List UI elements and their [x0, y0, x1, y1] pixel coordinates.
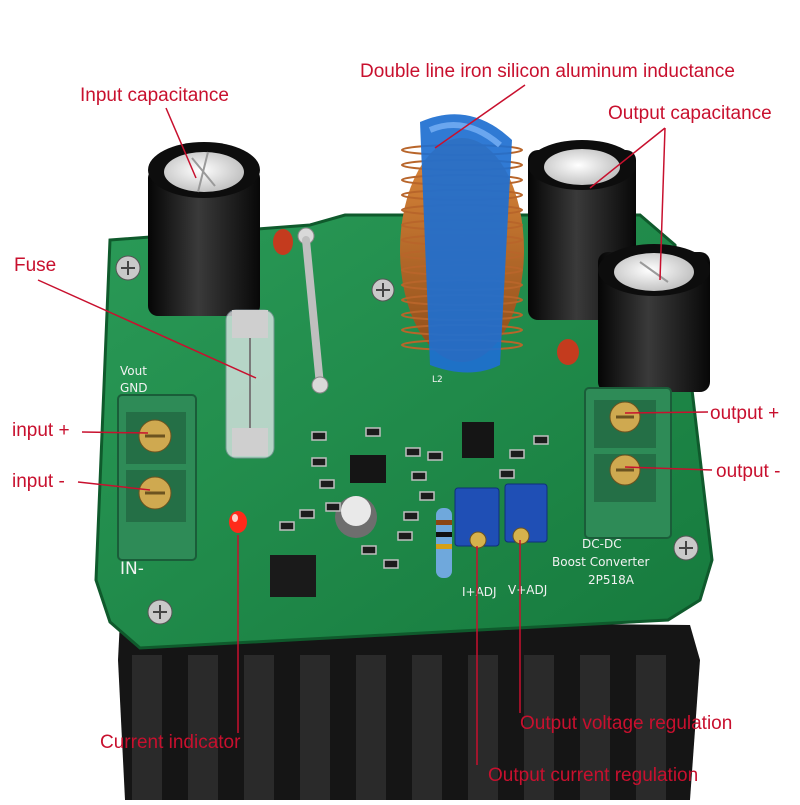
label-input-capacitance: Input capacitance — [80, 85, 229, 106]
label-input-minus: input - — [12, 471, 65, 492]
smd-component — [427, 451, 443, 461]
voltage-potentiometer — [504, 483, 548, 545]
wire-jumper — [297, 227, 329, 394]
output-terminal-block — [584, 387, 672, 539]
silk-boost-converter: Boost Converter — [552, 555, 650, 569]
mounting-screws — [115, 255, 699, 625]
smd-component — [411, 471, 427, 481]
heatsink-fin — [244, 655, 274, 800]
heatsink-fin — [524, 655, 554, 800]
silk-vout: Vout — [120, 364, 147, 378]
mosfet — [270, 555, 316, 597]
pointer-input-capacitance — [165, 107, 197, 179]
small-electrolytic-capacitor — [335, 496, 377, 538]
label-output-plus: output + — [710, 403, 780, 424]
silk-l2: L2 — [432, 375, 443, 385]
heatsink-fins — [132, 655, 666, 800]
callout-lines — [37, 84, 713, 765]
smd-component — [533, 435, 549, 445]
red-capacitor-right — [557, 339, 579, 365]
heatsink-fin — [580, 655, 610, 800]
heatsink-fin — [636, 655, 666, 800]
label-output-capacitance: Output capacitance — [608, 103, 772, 124]
pointer-output-capacitance-a — [589, 127, 666, 189]
glass-fuse — [225, 309, 275, 459]
smd-component — [365, 427, 381, 437]
smd-component — [419, 491, 435, 501]
label-output-voltage-regulation: Output voltage regulation — [520, 713, 733, 734]
current-indicator-led — [229, 511, 247, 533]
smd-component — [279, 521, 295, 531]
heatsink-fin — [188, 655, 218, 800]
silk-gnd: GND — [120, 381, 148, 395]
pointer-output-minus — [624, 466, 713, 471]
heatsink-fin — [412, 655, 442, 800]
smd-component — [405, 447, 421, 457]
heatsink-fin — [132, 655, 162, 800]
label-fuse: Fuse — [14, 255, 57, 276]
silk-v-adj: V+ADJ — [508, 583, 547, 597]
through-hole-resistor — [436, 508, 452, 578]
smd-component — [325, 502, 341, 512]
pointer-output-capacitance-b — [659, 127, 666, 281]
pointer-input-plus — [81, 431, 149, 434]
output-capacitor-front — [598, 244, 710, 392]
smd-component — [319, 479, 335, 489]
smd-component — [397, 531, 413, 541]
pointer-inductance — [434, 84, 526, 149]
smd-component — [403, 511, 419, 521]
heatsink-fin — [300, 655, 330, 800]
red-capacitor-left — [273, 229, 293, 255]
toroid-inductor — [400, 114, 524, 373]
silk-in-minus: IN- — [120, 559, 144, 579]
silk-model: 2P518A — [588, 573, 635, 587]
label-current-indicator: Current indicator — [100, 732, 241, 753]
smd-component — [383, 559, 399, 569]
heatsink — [118, 620, 700, 800]
pointer-input-minus — [77, 481, 151, 491]
input-terminal-block — [117, 394, 197, 561]
pointer-output-plus — [624, 411, 709, 414]
current-potentiometer — [454, 487, 500, 549]
smd-component — [311, 431, 327, 441]
smd-component — [499, 469, 515, 479]
ic-chip-right — [462, 422, 494, 458]
smd-component — [509, 449, 525, 459]
heatsink-fin — [356, 655, 386, 800]
input-capacitor — [148, 142, 260, 316]
smd-component — [299, 509, 315, 519]
smd-components — [279, 427, 549, 569]
label-output-minus: output - — [716, 461, 781, 482]
smd-component — [361, 545, 377, 555]
smd-component — [311, 457, 327, 467]
label-output-current-regulation: Output current regulation — [488, 765, 699, 786]
ic-chip-center — [350, 455, 386, 483]
label-inductance: Double line iron silicon aluminum induct… — [360, 61, 735, 82]
label-input-plus: input + — [12, 420, 70, 441]
silk-dc-dc: DC-DC — [582, 537, 622, 551]
pointer-fuse — [37, 279, 257, 379]
heatsink-fin — [468, 655, 498, 800]
silk-i-adj: I+ADJ — [462, 585, 497, 599]
